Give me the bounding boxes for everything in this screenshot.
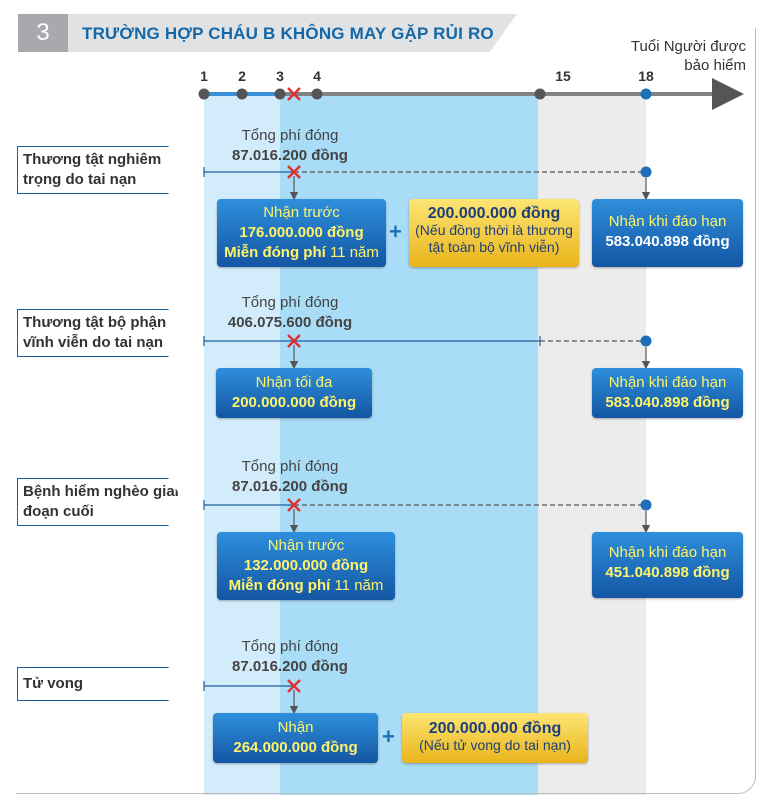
case1-plus-sign: +: [389, 219, 402, 244]
axis-dot-18: [640, 88, 652, 100]
case1-premium: Tổng phí đóng 87.016.200 đồng: [200, 126, 380, 166]
axis-dot-1: [198, 88, 210, 100]
case3-benefit-line2: 132.000.000 đồng: [243, 557, 369, 574]
case1-extra-note: (Nếu đồng thời là thương tật toàn bộ vĩn…: [415, 222, 573, 255]
axis-dot-3: [274, 88, 286, 100]
tick-age-3: 3: [276, 68, 284, 84]
case1-benefit-line3-rest: 11 năm: [325, 244, 379, 261]
case1-label: Thương tật nghiêm trọng do tai nạn: [17, 146, 185, 194]
tick-age-15: 15: [555, 68, 571, 84]
axis-dot-2: [236, 88, 248, 100]
case1-maturity-line1: Nhận khi đáo hạn: [608, 213, 727, 230]
case3-maturity-line1: Nhận khi đáo hạn: [608, 544, 727, 561]
section-number: 3: [18, 14, 68, 52]
case2-event-x-icon: [287, 334, 301, 348]
case3-premium: Tổng phí đóng 87.016.200 đồng: [200, 457, 380, 497]
case1-premium-amount: 87.016.200 đồng: [232, 147, 348, 164]
case2-benefit-line2: 200.000.000 đồng: [231, 394, 357, 411]
case2-premium: Tổng phí đóng 406.075.600 đồng: [200, 293, 380, 333]
axis-dot-4: [311, 88, 323, 100]
case4-premium-title: Tổng phí đóng: [241, 638, 339, 655]
case1-premium-title: Tổng phí đóng: [241, 127, 339, 144]
section-title: TRƯỜNG HỢP CHÁU B KHÔNG MAY GẶP RỦI RO: [82, 24, 494, 43]
case2-premium-title: Tổng phí đóng: [241, 294, 339, 311]
case3-benefit-line1: Nhận trước: [267, 537, 345, 554]
case2-maturity-dot: [640, 335, 652, 347]
case4-label: Tử vong: [17, 667, 185, 701]
tick-age-18: 18: [638, 68, 654, 84]
tick-age-4: 4: [313, 68, 321, 84]
age-heading-line1: Tuổi Người được: [630, 38, 746, 55]
case1-extra-box: 200.000.000 đồng (Nếu đồng thời là thươn…: [409, 199, 579, 267]
case4-extra-note: (Nếu tử vong do tai nạn): [419, 737, 571, 753]
tick-age-1: 1: [200, 68, 208, 84]
age-axis-heading: Tuổi Người được bảo hiểm: [596, 37, 746, 75]
case2-benefit-line1: Nhận tối đa: [255, 374, 333, 391]
case3-maturity-line2: 451.040.898 đồng: [605, 564, 730, 581]
case2-maturity-line2: 583.040.898 đồng: [605, 394, 730, 411]
tick-age-2: 2: [238, 68, 246, 84]
case2-label: Thương tật bộ phận vĩnh viễn do tai nạn: [17, 309, 185, 357]
case1-maturity-line2: 583.040.898 đồng: [605, 233, 730, 250]
case2-maturity-box: Nhận khi đáo hạn 583.040.898 đồng: [592, 368, 743, 418]
header-bar: [62, 14, 517, 52]
case4-extra-amount: 200.000.000 đồng: [428, 720, 562, 737]
case1-maturity-dot: [640, 166, 652, 178]
age-heading-line2: bảo hiểm: [684, 57, 746, 74]
case4-benefit-line2: 264.000.000 đồng: [233, 739, 358, 756]
case4-premium-amount: 87.016.200 đồng: [232, 658, 348, 675]
case3-maturity-box: Nhận khi đáo hạn 451.040.898 đồng: [592, 532, 743, 598]
case2-benefit-box: Nhận tối đa 200.000.000 đồng: [216, 368, 372, 418]
case1-benefit-line1: Nhận trước: [263, 204, 340, 221]
case1-maturity-box: Nhận khi đáo hạn 583.040.898 đồng: [592, 199, 743, 267]
case1-benefit-line3-bold: Miễn đóng phí: [224, 244, 326, 261]
case1-extra-amount: 200.000.000 đồng: [427, 205, 561, 222]
case3-benefit-box: Nhận trước 132.000.000 đồng Miễn đóng ph…: [217, 532, 395, 600]
case4-event-x-icon: [287, 679, 301, 693]
case3-label: Bệnh hiểm nghèo giai đoạn cuối: [17, 478, 185, 526]
case4-benefit-line1: Nhận: [277, 719, 314, 736]
case3-premium-title: Tổng phí đóng: [241, 458, 339, 475]
axis-event-x-icon: [287, 87, 301, 101]
case4-benefit-box: Nhận 264.000.000 đồng: [213, 713, 378, 763]
case3-premium-amount: 87.016.200 đồng: [232, 478, 348, 495]
case2-premium-amount: 406.075.600 đồng: [227, 314, 353, 331]
case1-benefit-line2: 176.000.000 đồng: [239, 224, 364, 241]
frame-border: [16, 28, 756, 794]
case4-extra-box: 200.000.000 đồng (Nếu tử vong do tai nạn…: [402, 713, 588, 763]
case4-premium: Tổng phí đóng 87.016.200 đồng: [200, 637, 380, 677]
case1-benefit-box: Nhận trước 176.000.000 đồng Miễn đóng ph…: [217, 199, 386, 267]
case3-event-x-icon: [287, 498, 301, 512]
axis-dot-15: [534, 88, 546, 100]
case4-plus-sign: +: [382, 724, 395, 749]
case3-benefit-line3-rest: 11 năm: [330, 577, 384, 594]
case3-maturity-dot: [640, 499, 652, 511]
case2-maturity-line1: Nhận khi đáo hạn: [608, 374, 727, 391]
case3-benefit-line3-bold: Miễn đóng phí: [228, 577, 331, 594]
case1-event-x-icon: [287, 165, 301, 179]
